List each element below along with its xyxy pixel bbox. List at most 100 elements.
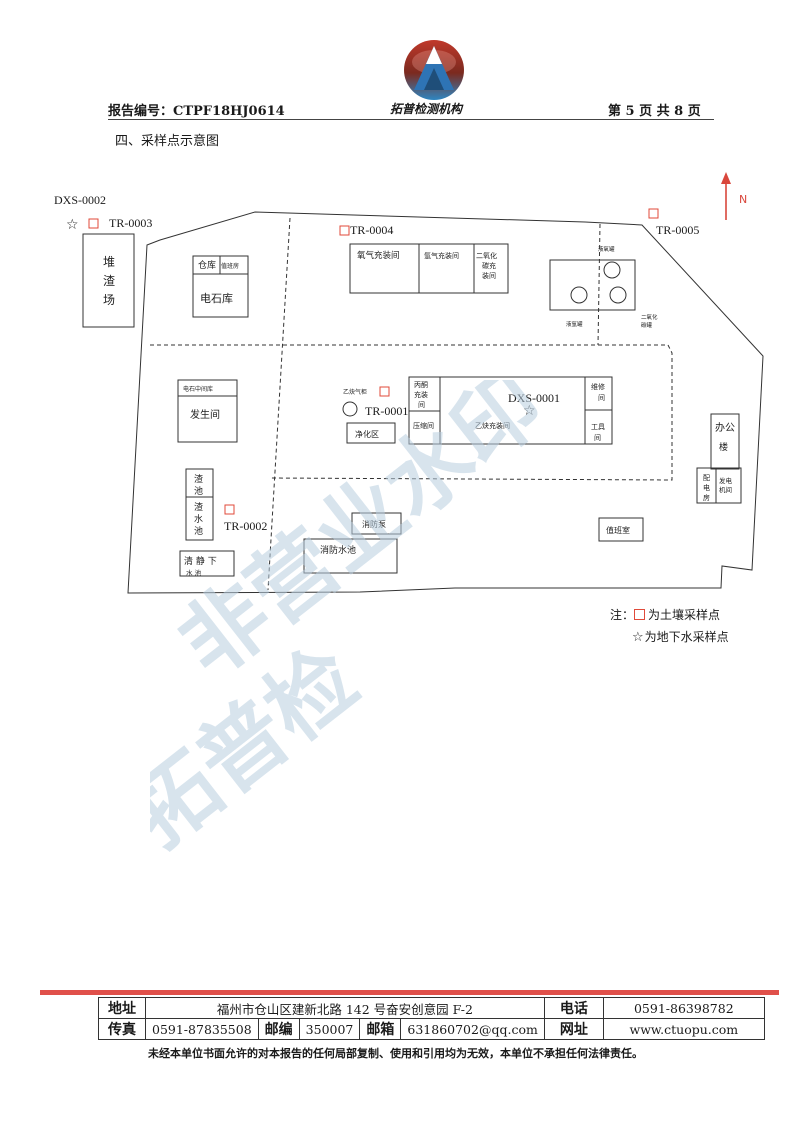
groundwater-marker-dxs0001: ☆ [523, 403, 536, 419]
fire-pool [303, 538, 398, 574]
slag-pool [185, 468, 214, 541]
liquid-oxygen-label: 液氧罐 [598, 245, 615, 253]
sampling-map: N 堆 渣 场 仓库 值班房 电石库 氧气充装间 氩气充装间 二氧化 碳充 装间… [54, 172, 764, 594]
co2-tank-label-1: 二氧化 [641, 313, 658, 321]
legend-soil: 注： 为土壤采样点 [610, 604, 729, 626]
filling-building [349, 243, 509, 294]
compressor-label: 压缩间 [413, 421, 434, 430]
groundwater-star-icon: ☆ [632, 630, 644, 645]
generator-room [177, 379, 238, 443]
phone-value: 0591-86398782 [602, 997, 765, 1019]
generator-room-label: 发生间 [190, 408, 220, 421]
clear-water-pool [179, 550, 235, 577]
co2-tank-label-2: 碳罐 [641, 321, 653, 329]
power-room [696, 467, 742, 504]
legend-groundwater: ☆为地下水采样点 [610, 626, 729, 649]
acetone-filling-label-3: 间 [418, 401, 425, 409]
soil-marker-tr0001 [379, 386, 390, 397]
liquid-argon-label: 液氩罐 [566, 320, 583, 328]
purification-label: 净化区 [355, 429, 379, 439]
address-value: 福州市仓山区建新北路 142 号奋安创意园 F-2 [145, 997, 545, 1019]
co2-filling-label-3: 装间 [482, 271, 496, 280]
duty-room [598, 517, 644, 542]
point-label-tr0001: TR-0001 [365, 404, 408, 418]
office [710, 413, 740, 470]
small-room-label: 值班房 [221, 262, 239, 270]
carbide-intermediate-label: 电石中间库 [183, 385, 213, 393]
argon-filling-label: 氩气充装间 [424, 251, 459, 260]
header-rule [108, 119, 714, 120]
email-value: 631860702@qq.com [400, 1018, 545, 1040]
office-label-2: 楼 [719, 441, 728, 453]
point-label-tr0005: TR-0005 [656, 223, 699, 237]
generator2-label-2: 机间 [719, 485, 732, 494]
warehouse-label: 仓库 [198, 259, 216, 271]
zone-divider [150, 344, 673, 481]
power-room-label-2: 电 [703, 483, 710, 492]
disclaimer: 未经本单位书面允许的对本报告的任何局部复制、使用和引用均为无效，本单位不承担任何… [148, 1047, 643, 1060]
fire-pool-label: 消防水池 [320, 544, 356, 556]
report-number: 报告编号：CTPF18HJ0614 [108, 104, 285, 119]
soil-square-icon [634, 609, 646, 620]
point-label-dxs0001: DXS-0001 [508, 391, 560, 405]
email-label: 邮箱 [359, 1018, 402, 1040]
org-name: 拓普检测机构 [390, 102, 463, 116]
office-label-1: 办公 [715, 421, 735, 434]
acetylene-cabinet-label: 乙炔气柜 [343, 388, 367, 396]
soil-marker-tr0002 [224, 504, 235, 515]
zone-divider [267, 217, 291, 591]
slag-pool-label-1: 渣 [194, 473, 203, 485]
acetylene-cabinet [342, 401, 358, 417]
tank-area [549, 259, 636, 311]
contact-table: 地址 福州市仓山区建新北路 142 号奋安创意园 F-2 电话 0591-863… [98, 997, 765, 1040]
legend-groundwater-text: 为地下水采样点 [644, 630, 729, 644]
north-arrow [721, 172, 731, 220]
phone-label: 电话 [543, 997, 604, 1019]
slag-yard-label-1: 堆 [103, 255, 115, 269]
liquid-oxygen-tank [603, 261, 621, 279]
co2-filling-label-2: 碳充 [482, 261, 496, 270]
acetone-filling-label-2: 充装 [414, 390, 428, 399]
co2-tank [609, 286, 627, 304]
page-indicator: 第 5 页 共 8 页 [608, 104, 701, 119]
slag-yard-label-3: 场 [103, 293, 115, 307]
fax-value: 0591-87835508 [145, 1018, 259, 1040]
point-label-tr0002: TR-0002 [224, 519, 267, 533]
acetone-filling-label-1: 丙酮 [414, 381, 428, 389]
fire-pump [351, 512, 402, 535]
repair-room-label-1: 维修 [591, 382, 605, 391]
generator2-label-1: 发电 [719, 476, 733, 485]
tool-room-label-1: 工具 [591, 423, 605, 431]
fax-label: 传真 [98, 1018, 146, 1040]
clear-water-pool-label-1: 清 静 下 [184, 555, 217, 567]
slag-water-pool-label-2: 水 [194, 513, 203, 525]
tool-room-label-2: 间 [594, 434, 601, 442]
postcode-label: 邮编 [257, 1018, 300, 1040]
power-room-label-3: 房 [703, 493, 710, 502]
co2-filling-label-1: 二氧化 [476, 251, 497, 260]
website-label: 网址 [543, 1018, 604, 1040]
watermark-line-2: 拓普检 [150, 629, 376, 867]
duty-room-label: 值班室 [606, 525, 630, 535]
point-label-tr0003: TR-0003 [109, 216, 152, 230]
slag-water-pool-label-3: 池 [194, 525, 203, 537]
slag-pool-label-2: 池 [194, 485, 203, 497]
address-label: 地址 [98, 997, 146, 1019]
soil-marker-tr0005 [648, 208, 659, 219]
purification-area [346, 422, 396, 444]
map-legend: 注： 为土壤采样点 ☆为地下水采样点 [610, 604, 729, 649]
footer-bar [40, 990, 779, 995]
oxygen-filling-label: 氧气充装间 [357, 250, 400, 261]
legend-prefix: 注： [610, 608, 635, 622]
legend-soil-text: 为土壤采样点 [648, 608, 721, 622]
point-label-dxs0002: DXS-0002 [54, 193, 106, 207]
slag-yard [82, 233, 135, 328]
acetylene-filling-label: 乙炔充装间 [475, 421, 510, 430]
website-value: www.ctuopu.com [602, 1018, 765, 1040]
clear-water-pool-label-2: 水 池 [186, 568, 202, 577]
fire-pump-label: 消防泵 [362, 519, 386, 529]
section-title: 四、采样点示意图 [115, 134, 220, 149]
repair-room-label-2: 间 [598, 394, 605, 402]
point-label-tr0004: TR-0004 [350, 223, 393, 237]
carbide-store-label: 电石库 [200, 292, 233, 305]
